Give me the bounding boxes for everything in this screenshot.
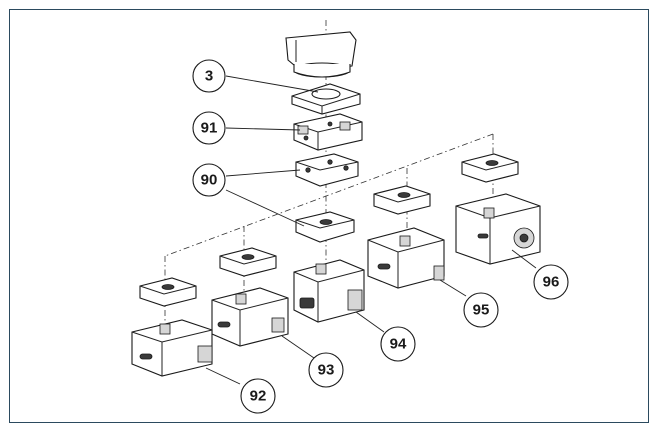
gripper-92-part: [131, 319, 213, 377]
gripper-95-part: [367, 227, 445, 289]
plate-93-part: [219, 247, 277, 277]
callout-94: 94: [380, 326, 416, 362]
callout-93-label: 93: [318, 362, 335, 379]
plate-96-part: [461, 153, 519, 183]
small-adapter-part: [295, 153, 359, 187]
quick-change-part: [293, 113, 363, 151]
callout-91-label: 91: [201, 120, 218, 137]
callout-92-label: 92: [250, 388, 267, 405]
flange-adapter-part: [285, 31, 357, 78]
callout-3-label: 3: [205, 68, 213, 85]
callout-92: 92: [240, 378, 276, 414]
callout-95-label: 95: [473, 302, 490, 319]
callout-93: 93: [308, 352, 344, 388]
gripper-94-part: [293, 259, 365, 323]
callout-90-label: 90: [201, 172, 218, 189]
plate-92-part: [139, 277, 197, 307]
leader-lines: [205, 75, 537, 385]
plate-94-part: [295, 211, 355, 243]
callout-96: 96: [533, 264, 569, 300]
adapter-plate-part: [291, 83, 361, 115]
callout-94-label: 94: [390, 336, 407, 353]
callout-96-label: 96: [543, 274, 560, 291]
callout-90: 90: [192, 163, 226, 197]
callout-3: 3: [192, 59, 226, 93]
drawing-frame: [9, 9, 649, 423]
callout-95: 95: [463, 292, 499, 328]
gripper-93-part: [211, 287, 289, 347]
plate-95-part: [373, 185, 431, 215]
gripper-96-part: [455, 193, 541, 265]
callout-91: 91: [192, 111, 226, 145]
